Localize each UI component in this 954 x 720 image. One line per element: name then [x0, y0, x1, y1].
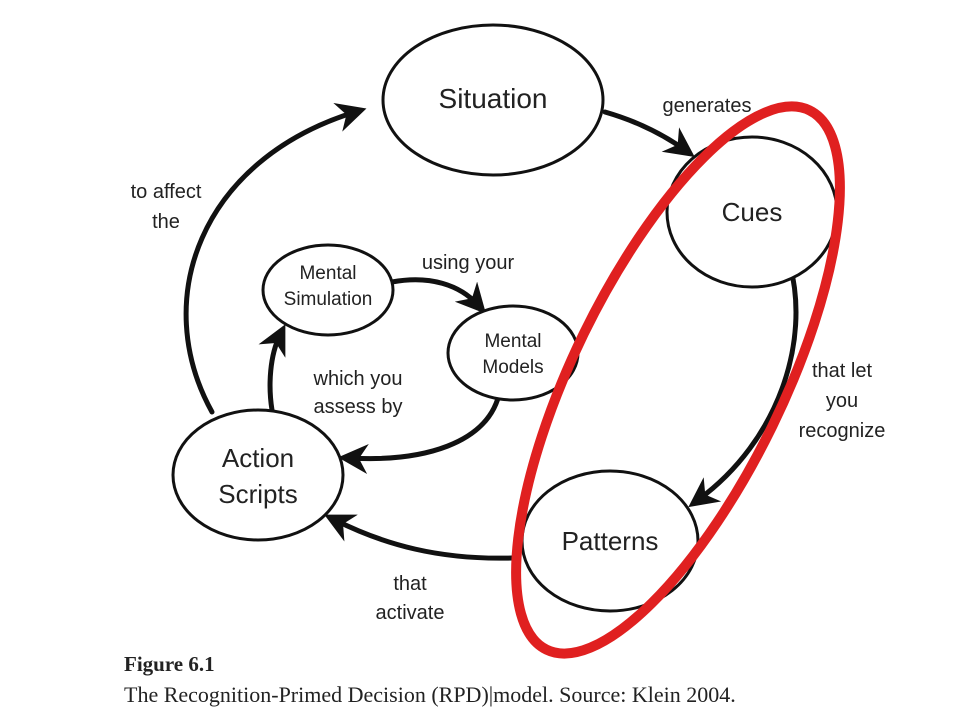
- edge-label-you: you: [826, 390, 858, 412]
- edge-label-which-you: which you: [313, 368, 403, 390]
- red-highlight-ellipse: [511, 101, 845, 659]
- node-cues: Cues: [665, 135, 839, 289]
- arc-which-you-assess-by: [258, 324, 286, 413]
- arc-to-affect-the: [183, 103, 367, 415]
- edge-label-that: that: [393, 573, 427, 595]
- node-mental-simulation: Mental Simulation: [261, 243, 395, 337]
- edge-label-assess-by: assess by: [314, 396, 403, 418]
- edge-label-generates: generates: [663, 95, 752, 117]
- cues-label: Cues: [722, 197, 783, 227]
- node-action-scripts: Action Scripts: [171, 408, 345, 542]
- situation-label: Situation: [439, 83, 548, 114]
- arc-generates: [602, 109, 695, 157]
- edge-label-the: the: [152, 211, 180, 233]
- mental-models-label-line1: Mental: [484, 331, 541, 352]
- action-scripts-label-line1: Action: [222, 443, 294, 473]
- node-situation: Situation: [381, 23, 605, 177]
- edge-label-to-affect: to affect: [131, 181, 202, 203]
- arc-that-let-you-recognize: [688, 262, 799, 508]
- edge-label-using-your: using your: [422, 252, 515, 274]
- mental-models-label-line2: Models: [482, 357, 543, 378]
- node-patterns: Patterns: [520, 469, 700, 613]
- node-mental-models: Mental Models: [446, 304, 580, 402]
- patterns-label: Patterns: [562, 526, 659, 556]
- arc-using-your: [389, 277, 487, 314]
- edge-label-activate: activate: [376, 602, 445, 624]
- arc-models-to-scripts: [338, 387, 503, 474]
- edge-label-recognize: recognize: [799, 420, 886, 442]
- action-scripts-label-line2: Scripts: [218, 479, 297, 509]
- figure-caption-title: Figure 6.1: [124, 652, 215, 676]
- mental-simulation-label-line1: Mental: [299, 263, 356, 284]
- figure-caption-text: The Recognition-Primed Decision (RPD)|mo…: [124, 682, 736, 707]
- mental-simulation-label-line2: Simulation: [284, 289, 373, 310]
- arc-that-activate: [324, 514, 515, 561]
- edge-label-that-let: that let: [812, 360, 872, 382]
